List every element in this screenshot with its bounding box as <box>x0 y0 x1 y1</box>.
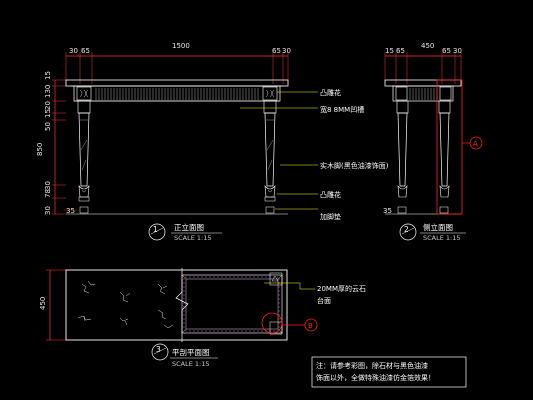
dim-side-top-5: 30 <box>453 47 462 55</box>
note-line-2: 饰面以外，全做特殊油漆仿金箔效果！ <box>316 373 435 382</box>
front-label-foot-pad: 加脚垫 <box>320 212 341 221</box>
front-leg-right <box>263 100 277 214</box>
front-carving-left <box>76 86 92 101</box>
plan-marker-label: B <box>308 322 313 330</box>
front-title-number: 1 <box>153 225 158 234</box>
plan-title-bubble <box>151 343 169 361</box>
dim-side-top-1: 15 <box>385 47 394 55</box>
dim-front-left-9: 30 <box>44 206 52 215</box>
side-tabletop <box>384 79 462 87</box>
dim-front-left-8: 78 <box>44 189 52 198</box>
front-label-solid-leg: 实木脚(黑色油漆饰面) <box>320 161 389 170</box>
dim-front-foot: 35 <box>66 207 75 215</box>
plan-scale: SCALE 1:15 <box>172 360 210 368</box>
dim-front-left-5: 50 <box>44 122 52 131</box>
front-tabletop <box>65 79 289 87</box>
front-carving-right <box>262 86 278 101</box>
dim-side-top-3: 450 <box>421 42 434 50</box>
note-line-1: 注：请参考彩图，除石材与黑色油漆 <box>316 361 428 370</box>
dim-front-top-1: 30 <box>69 47 78 55</box>
dim-front-left-2: 130 <box>44 85 52 98</box>
front-elevation: 30 65 1500 65 30 15 130 20 15 50 850 30 … <box>36 42 389 242</box>
note-box: 注：请参考彩图，除石材与黑色油漆 饰面以外，全做特殊油漆仿金箔效果！ <box>311 356 467 388</box>
plan-section: 450 B 20MM厚的云石 <box>39 268 366 368</box>
front-label-carving-bottom: 凸雕花 <box>320 190 341 199</box>
side-leg-left <box>396 100 409 214</box>
plan-marble-texture <box>77 280 174 329</box>
dim-side-top-2: 65 <box>396 47 405 55</box>
dim-front-left-6: 850 <box>36 143 44 156</box>
dim-front-left-3: 20 <box>44 101 52 110</box>
dim-front-top-3: 1500 <box>172 42 190 50</box>
dim-front-top-4: 65 <box>272 47 281 55</box>
dim-side-foot: 35 <box>383 207 392 215</box>
front-scale: SCALE 1:15 <box>174 234 212 242</box>
dim-front-left-4: 15 <box>44 109 52 118</box>
dim-front-left-7: 30 <box>44 181 52 190</box>
front-grooves <box>95 88 259 100</box>
plan-outline <box>65 269 288 341</box>
side-title-bubble <box>399 223 417 241</box>
plan-detail-circle <box>261 312 283 334</box>
front-title: 正立面图 <box>174 222 204 232</box>
plan-title-number: 3 <box>156 345 161 354</box>
side-title: 侧立面图 <box>423 222 453 232</box>
dim-plan-left: 450 <box>39 297 47 310</box>
dim-front-left-1: 15 <box>44 71 52 80</box>
front-title-bubble <box>148 223 166 241</box>
plan-title: 平剖平面图 <box>172 347 210 357</box>
side-scale: SCALE 1:15 <box>423 234 461 242</box>
front-label-groove: 宽8 8MM凹槽 <box>320 105 364 114</box>
plan-label-marble: 20MM厚的云石 <box>317 284 366 293</box>
dim-front-top-2: 65 <box>81 47 90 55</box>
front-label-carving-top: 凸雕花 <box>320 88 341 97</box>
plan-label-countertop: 台面 <box>317 296 331 305</box>
plan-marker-circle <box>304 318 318 332</box>
side-apron <box>392 85 454 102</box>
front-leg-left <box>77 100 91 214</box>
side-leg-right <box>438 100 451 214</box>
dim-side-top-4: 65 <box>442 47 451 55</box>
dim-front-top-5: 30 <box>282 47 291 55</box>
side-elevation: 15 65 450 65 30 35 <box>383 42 483 242</box>
side-marker-label: A <box>473 140 478 148</box>
side-title-number: 2 <box>404 225 409 234</box>
side-section-box <box>436 79 463 215</box>
side-marker-circle <box>469 136 483 150</box>
